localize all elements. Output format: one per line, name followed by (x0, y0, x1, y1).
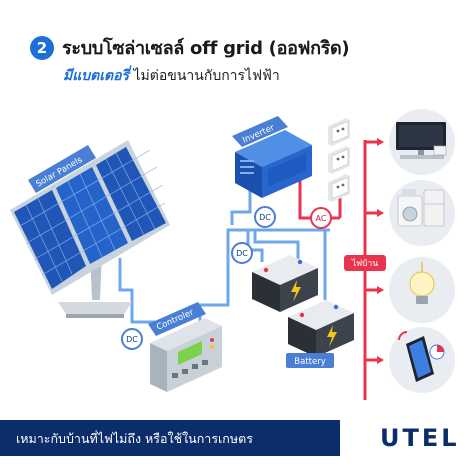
smartphone-screen (409, 340, 431, 378)
footer-bar (0, 420, 340, 456)
arrow-lamp-icon (377, 286, 384, 294)
controller-label-bg (148, 302, 206, 336)
wall-outlets (328, 118, 350, 202)
footer: เหมาะกับบ้านที่ไฟไม่ถึง หรือใช้ในการเกษต… (0, 420, 474, 456)
panel-base-edge (66, 314, 124, 318)
controller-side (150, 343, 167, 392)
panel-to-controller-wire (118, 258, 155, 324)
solar-module-3 (96, 147, 166, 241)
subtitle-rest: ไม่ต่อขนานกับการไฟฟ้า (129, 68, 280, 84)
arrow-appliances-icon (377, 209, 384, 217)
system-diagram: Solar Panels Inverter (10, 109, 455, 400)
battery-link-wire (253, 230, 300, 260)
inverter-vents (240, 160, 254, 174)
speaker-icon (433, 145, 447, 156)
grid-power-tag: ไฟบ้าน (344, 255, 386, 271)
battery-1 (252, 255, 318, 312)
outlet-2 (328, 146, 350, 174)
inverter-side (235, 152, 262, 198)
dc-tag-2: DC (231, 242, 253, 264)
controller-display (178, 341, 202, 365)
battery-1-positive-terminal (263, 267, 269, 273)
outlet-3 (328, 174, 350, 202)
title-row: 2 ระบบโซล่าเซลล์ off grid (ออฟกริด) (30, 33, 350, 62)
wifi-arc-icon (398, 331, 408, 341)
dc-tag-3: DC (254, 206, 276, 228)
battery-1-bolt-icon (291, 280, 301, 302)
battery-2-negative-terminal (333, 304, 339, 310)
dc-tag-1-text: DC (126, 335, 138, 344)
inverter: Inverter (232, 116, 312, 198)
tv-table (400, 155, 444, 159)
appliance-phone (389, 327, 455, 393)
battery-1-negative-terminal (297, 259, 303, 265)
dc-tag-2-text: DC (236, 249, 248, 258)
grid-power-tag-text: ไฟบ้าน (351, 258, 378, 269)
controller-front (167, 326, 222, 392)
inverter-top (235, 130, 312, 167)
arrow-phone-icon (377, 356, 384, 364)
module-grid-lines (19, 149, 166, 282)
battery-2-bolt-icon (327, 325, 337, 347)
dc-tag-1: DC (121, 328, 143, 350)
controller-top (150, 318, 222, 351)
battery-1-terminal-wire (246, 230, 264, 262)
controller-terminals (172, 360, 208, 378)
microwave-icon (402, 189, 416, 195)
subtitle-highlight: มีแบตเตอรี่ (63, 68, 130, 84)
controller-led-2 (210, 345, 214, 349)
page-title: ระบบโซล่าเซลล์ off grid (ออฟกริด) (62, 38, 350, 59)
battery-2-side (288, 317, 316, 357)
controller-led-1 (210, 338, 214, 342)
washing-machine-door (402, 206, 418, 222)
chart-badge-slice (437, 345, 444, 352)
page-subtitle: มีแบตเตอรี่ ไม่ต่อขนานกับการไฟฟ้า (63, 65, 280, 87)
inverter-label-bg (232, 116, 288, 147)
ac-tag: AC (310, 207, 332, 229)
battery-2 (288, 300, 354, 357)
solar-panels-label-bg (28, 145, 96, 193)
tv-stand (418, 150, 424, 155)
arrow-tv-icon (377, 138, 384, 146)
light-bulb-icon (409, 271, 435, 297)
battery-1-side (252, 272, 280, 312)
battery-label-bg (286, 353, 334, 368)
battery-label-text: Battery (294, 357, 325, 367)
footer-text: เหมาะกับบ้านที่ไฟไม่ถึง หรือใช้ในการเกษต… (16, 431, 253, 446)
step-number-badge: 2 (30, 35, 54, 60)
fridge-icon (423, 189, 445, 227)
charge-controller: Controler (148, 302, 222, 392)
bulb-base (416, 296, 428, 304)
tv-screen (399, 125, 443, 147)
outlet-1 (328, 118, 350, 146)
dc-tag-3-text: DC (259, 213, 271, 222)
ac-tag-text: AC (316, 214, 327, 223)
appliance-kitchen (389, 180, 455, 246)
inverter-panel (268, 153, 306, 187)
battery-2-positive-terminal (299, 312, 305, 318)
appliance-tv (389, 109, 455, 175)
brand-logo: UTEL (380, 424, 460, 452)
solar-panel-array: Solar Panels (10, 140, 170, 318)
battery-label: Battery (286, 353, 334, 368)
panel-base (58, 302, 132, 314)
appliance-lamp (389, 257, 455, 323)
arrowheads (377, 138, 384, 364)
